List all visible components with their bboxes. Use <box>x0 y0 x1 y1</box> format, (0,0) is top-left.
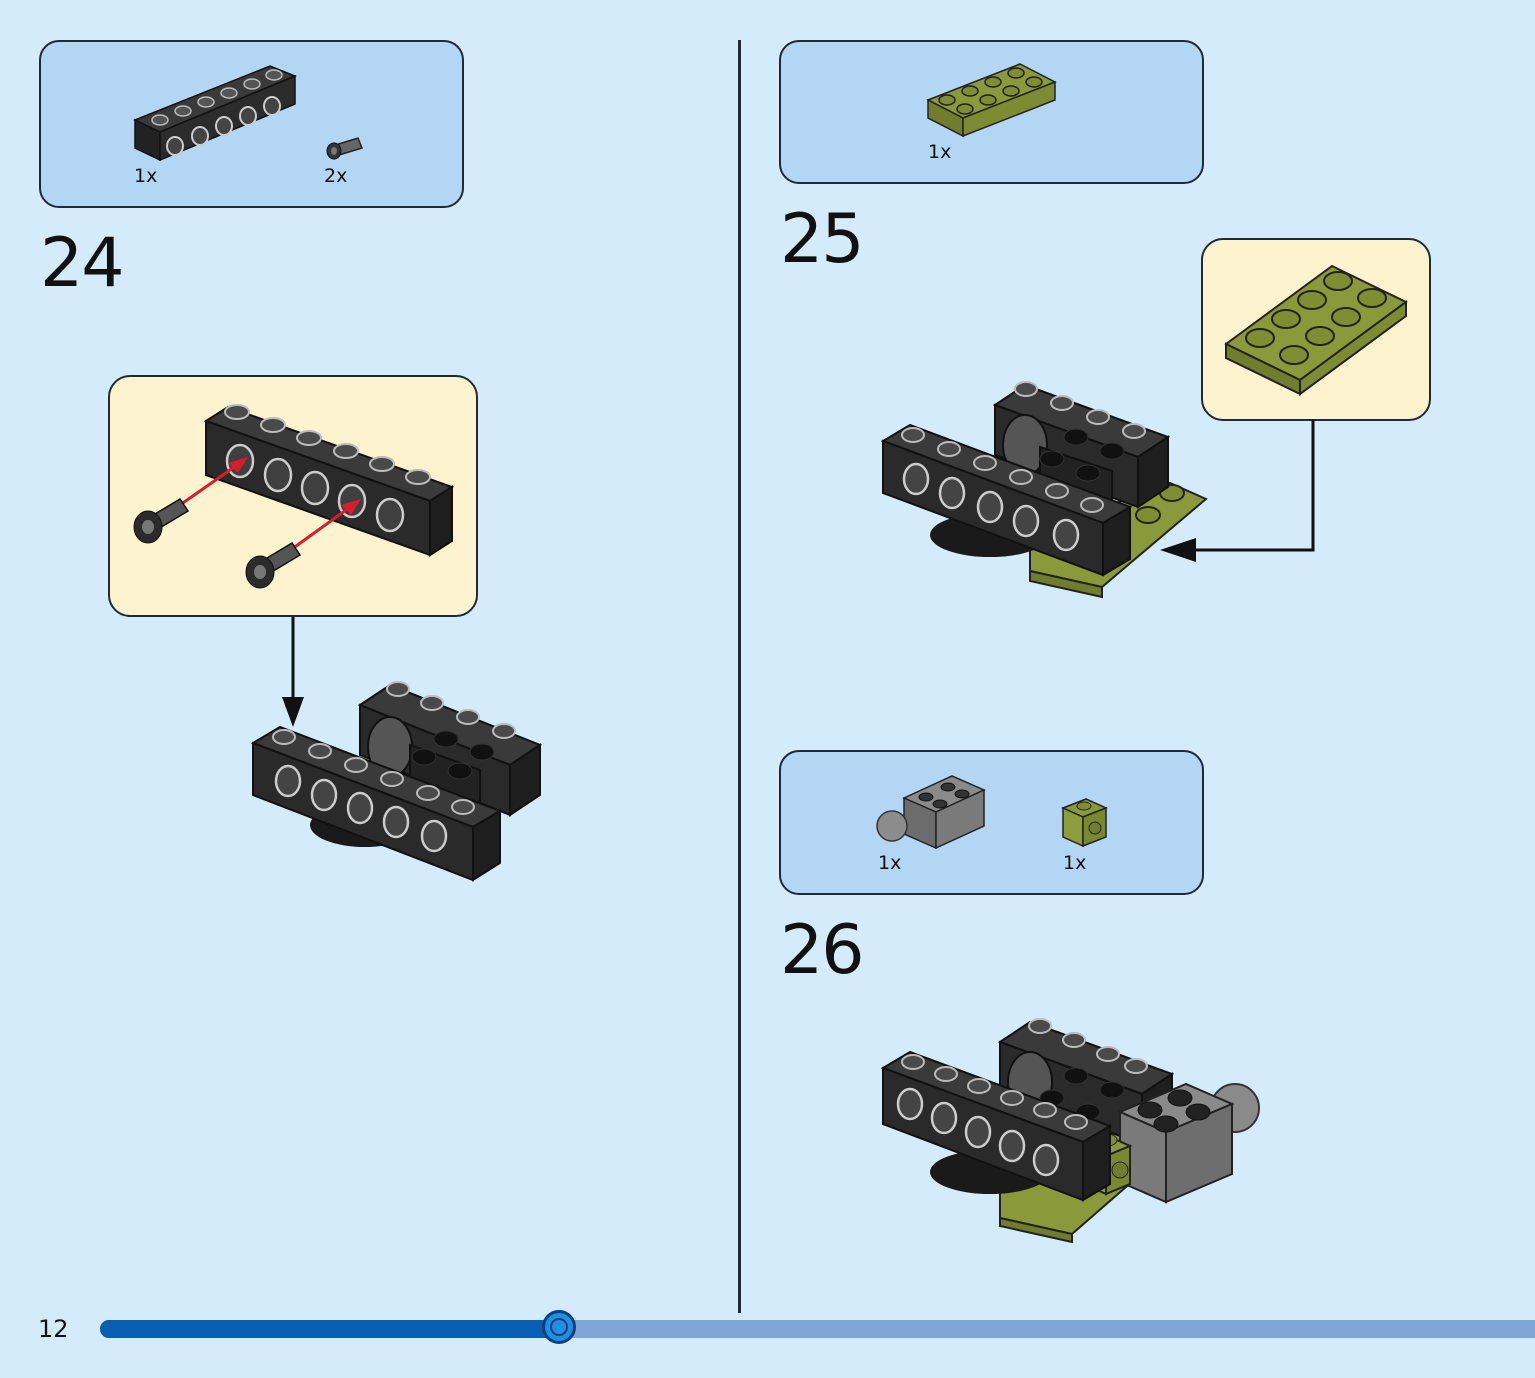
step-25-number: 25 <box>780 200 865 279</box>
olive-brick-1x1-part <box>1061 798 1108 848</box>
page-number: 12 <box>38 1315 69 1343</box>
step-24-callout-illustration <box>133 404 455 589</box>
step-24-assembly <box>250 681 543 882</box>
step-26-parts-box <box>779 750 1204 895</box>
step-24-part-2-qty: 2x <box>324 165 348 187</box>
step-25-callout-plate <box>1224 264 1408 396</box>
step-25-assembly <box>880 381 1208 599</box>
step-24-number: 24 <box>40 224 125 303</box>
progress-knob[interactable] <box>542 1310 576 1344</box>
column-divider <box>738 40 741 1313</box>
step-25-connector-arrow <box>1160 420 1315 562</box>
step-26-assembly <box>880 1018 1260 1244</box>
step-25-part-1-qty: 1x <box>928 141 952 163</box>
step-26-number: 26 <box>780 911 865 990</box>
step-24-connector-arrow <box>282 617 304 727</box>
step-26-part-2-qty: 1x <box>1063 852 1087 874</box>
progress-fill <box>100 1320 559 1338</box>
technic-brick-1x6-part <box>133 65 297 162</box>
grey-ball-joint-brick-part <box>876 775 986 850</box>
step-24-part-1-qty: 1x <box>134 165 158 187</box>
technic-pin-part <box>326 137 363 160</box>
olive-plate-2x4-part <box>926 63 1057 138</box>
step-26-part-1-qty: 1x <box>878 852 902 874</box>
